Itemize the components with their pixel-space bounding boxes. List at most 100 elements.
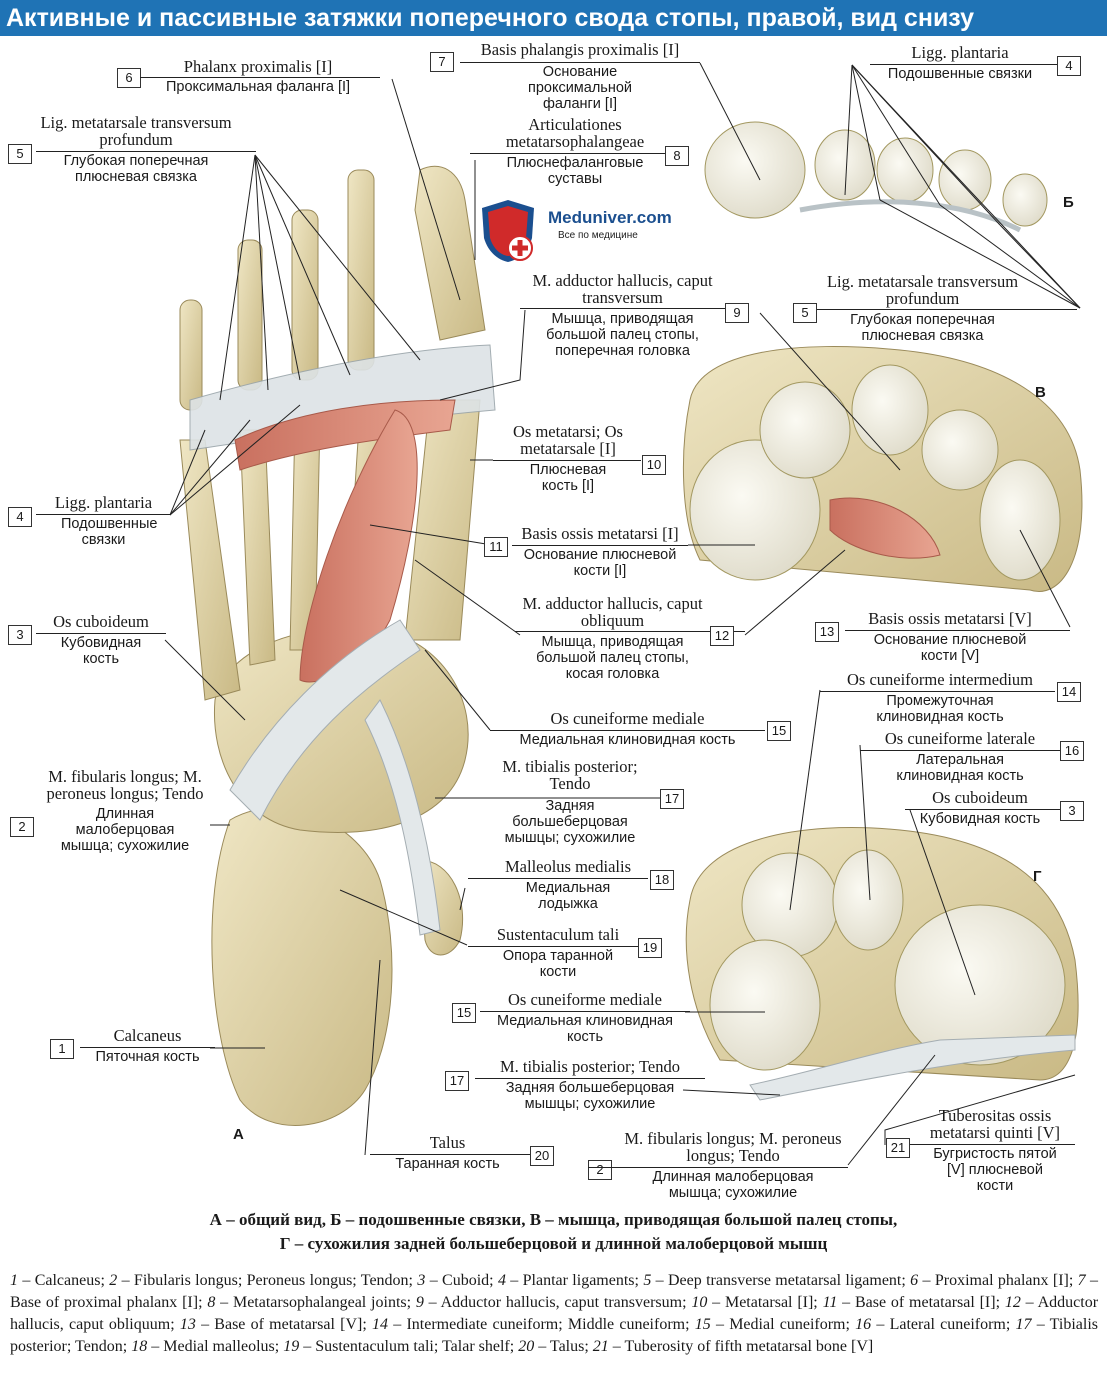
leader-lines bbox=[164, 62, 1081, 1166]
label-9: M. adductor hallucis, caput transversum … bbox=[520, 272, 745, 359]
legend-item-number: 18 bbox=[131, 1338, 148, 1355]
label-15-b: Os cuneiforme mediale Медиальная клинови… bbox=[480, 991, 690, 1045]
label-21: Tuberositas ossis metatarsi quinti [V] Б… bbox=[910, 1107, 1075, 1194]
plantar-ligaments-view-b bbox=[704, 121, 1048, 233]
label-5-b-number: 5 bbox=[793, 303, 817, 323]
label-18-number: 18 bbox=[650, 870, 674, 890]
label-2-a: M. fibularis longus; M. peroneus longus;… bbox=[46, 767, 204, 854]
label-6: Phalanx proximalis [I] Проксимальная фал… bbox=[140, 58, 380, 95]
label-4-a: Ligg. plantaria Подошвенные связки bbox=[36, 494, 171, 548]
label-10-number: 10 bbox=[642, 455, 666, 475]
legend-item-number: 7 bbox=[1077, 1272, 1086, 1289]
label-12-number: 12 bbox=[710, 626, 734, 646]
label-11: Basis ossis metatarsi [I] Основание плюс… bbox=[512, 525, 688, 579]
legend-item: 18 – Medial malleolus; bbox=[131, 1338, 284, 1355]
legend-item: 14 – Intermediate cuneiform; Middle cune… bbox=[372, 1316, 695, 1333]
legend-item-number: 3 bbox=[417, 1272, 426, 1289]
label-3-b-number: 3 bbox=[1060, 801, 1084, 821]
legend-item-number: 5 bbox=[643, 1272, 652, 1289]
label-17-b-number: 17 bbox=[445, 1071, 469, 1091]
label-13: Basis ossis metatarsi [V] Основание плюс… bbox=[845, 610, 1070, 664]
legend-item: 2 – Fibularis longus; Peroneus longus; T… bbox=[109, 1272, 418, 1289]
label-19: Sustentaculum tali Опора таранной кости bbox=[468, 926, 638, 980]
label-13-number: 13 bbox=[815, 622, 839, 642]
label-15-a-number: 15 bbox=[767, 721, 791, 741]
panel-letter-g: Г bbox=[1033, 868, 1042, 885]
legend-item: 13 – Base of metatarsal [V]; bbox=[179, 1316, 372, 1333]
label-14-number: 14 bbox=[1057, 682, 1081, 702]
legend-item: 9 – Adductor hallucis, caput transversum… bbox=[415, 1294, 692, 1311]
legend-item: 6 – Proximal phalanx [I]; bbox=[910, 1272, 1078, 1289]
legend-item: 1 – Calcaneus; bbox=[10, 1272, 110, 1289]
legend-item-number: 4 bbox=[497, 1272, 506, 1289]
legend-item: 4 – Plantar ligaments; bbox=[497, 1272, 644, 1289]
legend-item-number: 15 bbox=[694, 1316, 711, 1333]
panel-letter-a: А bbox=[233, 1126, 244, 1143]
label-4-b-number: 4 bbox=[1057, 56, 1081, 76]
page-title: Активные и пассивные затяжки поперечного… bbox=[6, 4, 975, 32]
label-4-b: Ligg. plantaria Подошвенные связки bbox=[870, 44, 1080, 82]
legend-item-number: 9 bbox=[415, 1294, 424, 1311]
legend-item-number: 10 bbox=[691, 1294, 708, 1311]
label-20-number: 20 bbox=[530, 1146, 554, 1166]
title-bar: Активные и пассивные затяжки поперечного… bbox=[0, 0, 1107, 36]
logo-brand: Meduniver.com bbox=[548, 208, 672, 227]
legend-item-number: 19 bbox=[283, 1338, 300, 1355]
legend-item-number: 8 bbox=[207, 1294, 216, 1311]
legend-item-number: 1 bbox=[10, 1272, 18, 1289]
adductor-view-v bbox=[682, 346, 1083, 592]
label-2-b-number: 2 bbox=[588, 1160, 612, 1180]
label-3-a-number: 3 bbox=[8, 625, 32, 645]
label-15-b-number: 15 bbox=[452, 1003, 476, 1023]
shield-cross-icon bbox=[482, 200, 534, 262]
logo-tagline: Все по медицине bbox=[558, 230, 638, 241]
anatomy-illustration bbox=[164, 62, 1083, 1166]
label-5-a: Lig. metatarsale transversum profundum Г… bbox=[36, 114, 256, 185]
label-19-number: 19 bbox=[638, 938, 662, 958]
panel-letter-b: Б bbox=[1063, 194, 1074, 211]
label-1-number: 1 bbox=[50, 1039, 74, 1059]
label-12: M. adductor hallucis, caput obliquum Мыш… bbox=[515, 595, 745, 682]
legend-item-number: 20 bbox=[518, 1338, 535, 1355]
legend-item-number: 6 bbox=[910, 1272, 919, 1289]
tendons-view-g bbox=[685, 827, 1079, 1101]
label-6-number: 6 bbox=[117, 68, 141, 88]
legend-item: 11 – Base of metatarsal [I]; bbox=[822, 1294, 1005, 1311]
legend-item: 19 – Sustentaculum tali; Talar shelf; bbox=[283, 1338, 519, 1355]
label-8-number: 8 bbox=[665, 146, 689, 166]
label-2-a-number: 2 bbox=[10, 817, 34, 837]
label-8: Articulationes metatarsophalangeae Плюсн… bbox=[470, 116, 680, 187]
legend-item: 5 – Deep transverse metatarsal ligament; bbox=[643, 1272, 911, 1289]
label-7-number: 7 bbox=[430, 52, 454, 72]
label-17-a-number: 17 bbox=[660, 789, 684, 809]
legend-item-number: 12 bbox=[1004, 1294, 1021, 1311]
legend-item: 8 – Metatarsophalangeal joints; bbox=[207, 1294, 416, 1311]
label-20: Talus Таранная кость bbox=[370, 1134, 530, 1172]
legend-item-number: 11 bbox=[822, 1294, 838, 1311]
legend-item-number: 14 bbox=[372, 1316, 388, 1333]
label-15-a: Os cuneiforme mediale Медиальная клинови… bbox=[490, 710, 765, 748]
legend-item-number: 13 bbox=[179, 1316, 196, 1333]
legend: 1 – Calcaneus; 2 – Fibularis longus; Per… bbox=[10, 1270, 1098, 1358]
label-18: Malleolus medialis Медиальная лодыжка bbox=[468, 858, 648, 912]
legend-item: 15 – Medial cuneiform; bbox=[694, 1316, 856, 1333]
label-3-a: Os cuboideum Кубовидная кость bbox=[36, 613, 166, 667]
legend-item-number: 17 bbox=[1015, 1316, 1032, 1333]
legend-item-number: 2 bbox=[109, 1272, 118, 1289]
label-11-number: 11 bbox=[484, 537, 508, 557]
legend-item: 21 – Tuberosity of fifth metatarsal bone… bbox=[592, 1338, 874, 1355]
legend-item: 7 – Base of proximal phalanx [I]; bbox=[10, 1272, 1098, 1311]
legend-item-number: 16 bbox=[855, 1316, 872, 1333]
meduniver-logo[interactable]: Meduniver.com Все по медицине bbox=[478, 198, 688, 266]
legend-item-number: 21 bbox=[592, 1338, 609, 1355]
label-2-b: M. fibularis longus; M. peroneus longus;… bbox=[588, 1130, 848, 1201]
label-1: Calcaneus Пяточная кость bbox=[80, 1027, 215, 1065]
label-16-number: 16 bbox=[1060, 741, 1084, 761]
legend-item: 3 – Cuboid; bbox=[417, 1272, 498, 1289]
label-16: Os cuneiforme laterale Латеральная клино… bbox=[860, 730, 1060, 784]
legend-item: 17 – Tibialis posterior; Tendon; bbox=[10, 1316, 1098, 1355]
label-5-b: Lig. metatarsale transversum profundum Г… bbox=[817, 273, 1077, 344]
panel-letter-v: В bbox=[1035, 384, 1046, 401]
legend-item: 16 – Lateral cuneiform; bbox=[855, 1316, 1016, 1333]
label-21-number: 21 bbox=[886, 1138, 910, 1158]
